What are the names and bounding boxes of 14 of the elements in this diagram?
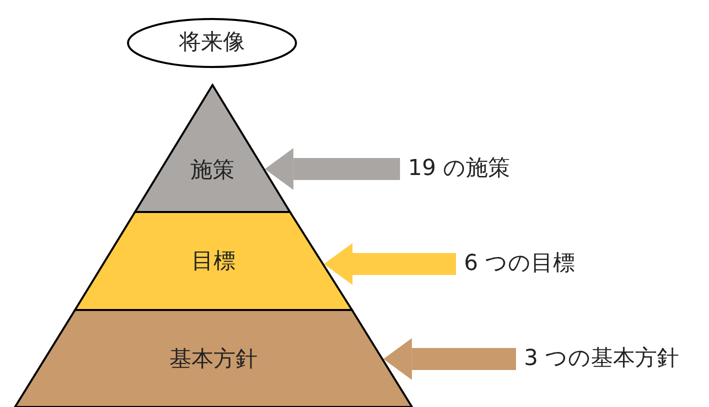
arrow (324, 243, 456, 285)
arrow (383, 338, 516, 380)
node-label: 目標 (192, 248, 236, 276)
annotation-text: 19 の施策 (408, 155, 510, 183)
annotation-text: 3 つの基本方針 (524, 345, 679, 373)
pyramid-layer (75, 212, 352, 310)
annotation-text: 6 つの目標 (464, 250, 575, 278)
arrow (264, 148, 400, 190)
pyramid-layer (15, 310, 412, 407)
node-label: 施策 (190, 157, 234, 185)
ellipse-node (127, 18, 297, 68)
node-label: 基本方針 (170, 346, 258, 374)
node-label: 将来像 (179, 29, 245, 57)
pyramid-layer (135, 85, 290, 212)
